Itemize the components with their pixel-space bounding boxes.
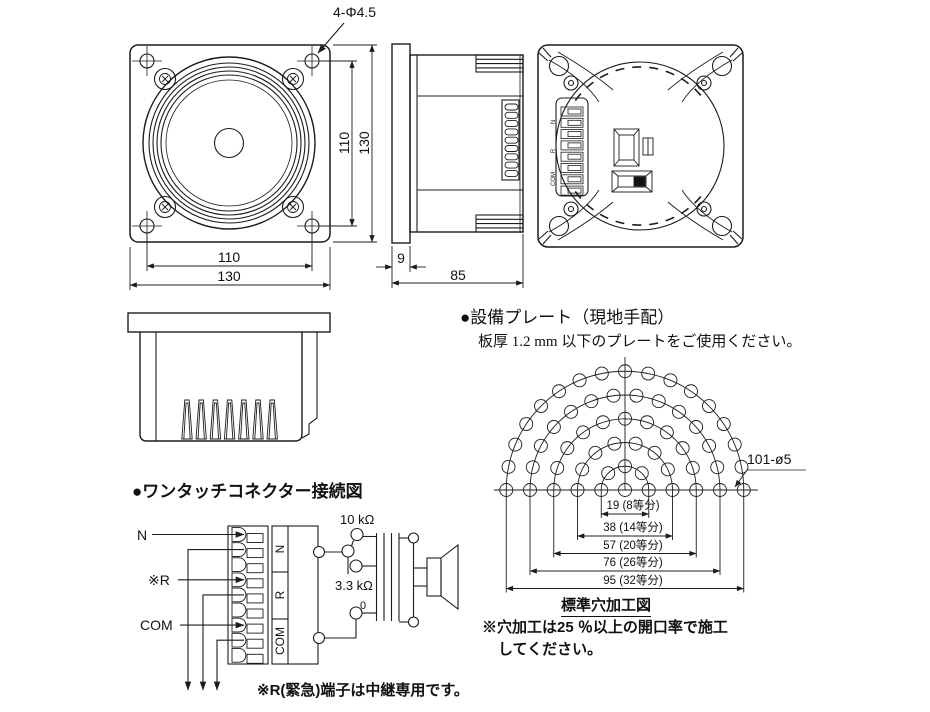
wire-label-n: N [137,527,148,543]
hole-pattern-note-2: してください。 [498,641,603,658]
side-dim-85: 85 [450,267,466,283]
clamp-terminals [231,527,264,664]
ring-dim-76: 76 (26等分) [603,557,663,569]
matching-transformer [375,533,400,621]
section-label-n: N [273,544,287,554]
ring-dim-38: 38 (14等分) [603,522,663,534]
input-wires [152,531,245,691]
ring-dim-57: 57 (20等分) [603,540,663,552]
hole-pattern-drawing [494,357,806,593]
bottom-pins [181,399,278,440]
back-inner-screws [563,75,712,217]
hole-pattern-generated [494,357,758,593]
gasket-screws [159,73,299,213]
connector-diagram-title: ●ワンタッチコネクター接続図 [132,482,363,501]
back-terminal-slots [560,106,584,196]
front-view-drawing [129,22,377,290]
back-terminal-label-com: COM [551,172,557,186]
resistor-label-3.3k: 3.3 kΩ [335,578,373,593]
section-label-r: R [273,590,287,600]
front-bottom-dimensions [129,234,331,290]
hole-pattern-note-1: ※穴加工は25 ％以上の開口率で施工 [482,619,728,636]
hole-pattern-title: 標準穴加工図 [560,594,652,617]
front-dim-130-bottom: 130 [217,268,241,284]
back-terminal-label-n: N [551,120,557,124]
plate-note-title: ●設備プレート（現地手配） [460,308,675,327]
holes-count-label: 101-ø5 [747,451,792,467]
slide-switch-knob [633,176,646,187]
connector-diagram-drawing [152,525,459,691]
wire-label-r: ※R [148,572,170,588]
ring-dim-95: 95 (32等分) [603,575,663,587]
ring-dim-19: 19 (8等分) [606,500,660,512]
back-corner-screws [538,47,743,245]
wire-label-com: COM [140,617,173,633]
holes-leader [734,469,748,488]
front-right-dimensions [320,44,377,243]
corner-hole-dim-label: 4-Φ4.5 [333,4,377,20]
dip-switch-windows [611,128,654,193]
bottom-right-step [301,331,318,439]
side-view-drawing [376,43,524,288]
rear-ribs-bottom [475,214,524,233]
back-view-drawing: N R COM [537,44,744,248]
corner-hole-leader [317,22,345,54]
front-dim-110-bottom: 110 [217,249,241,265]
speaker-front [142,56,316,230]
side-connector-block [501,99,520,181]
front-dim-110-right: 110 [336,131,352,155]
rear-ribs-top [475,54,524,73]
resistor-label-10k: 10 kΩ [340,512,375,527]
connector-label-box [271,525,319,665]
tap-zero-label: 0 [360,600,367,612]
side-dimensions [376,234,524,288]
side-dim-9: 9 [397,250,405,266]
plate-note-body: 板厚 1.2 mm 以下のプレートをご使用ください。 [478,334,802,350]
corner-braces [548,51,733,241]
internal-circuit [312,527,459,645]
speaker-symbol [426,543,459,611]
connector-footnote: ※R(緊急)端子は中継専用です。 [257,682,469,699]
vent-slots [574,66,706,226]
back-terminal-label-r: R [551,148,557,153]
bottom-view-drawing [127,312,331,442]
section-label-com: COM [273,627,287,655]
tap-mid [349,559,363,573]
side-connector-pins [504,103,519,177]
front-dim-130-right: 130 [356,131,372,155]
back-terminal-block [555,97,589,197]
tap-10k [350,527,364,542]
